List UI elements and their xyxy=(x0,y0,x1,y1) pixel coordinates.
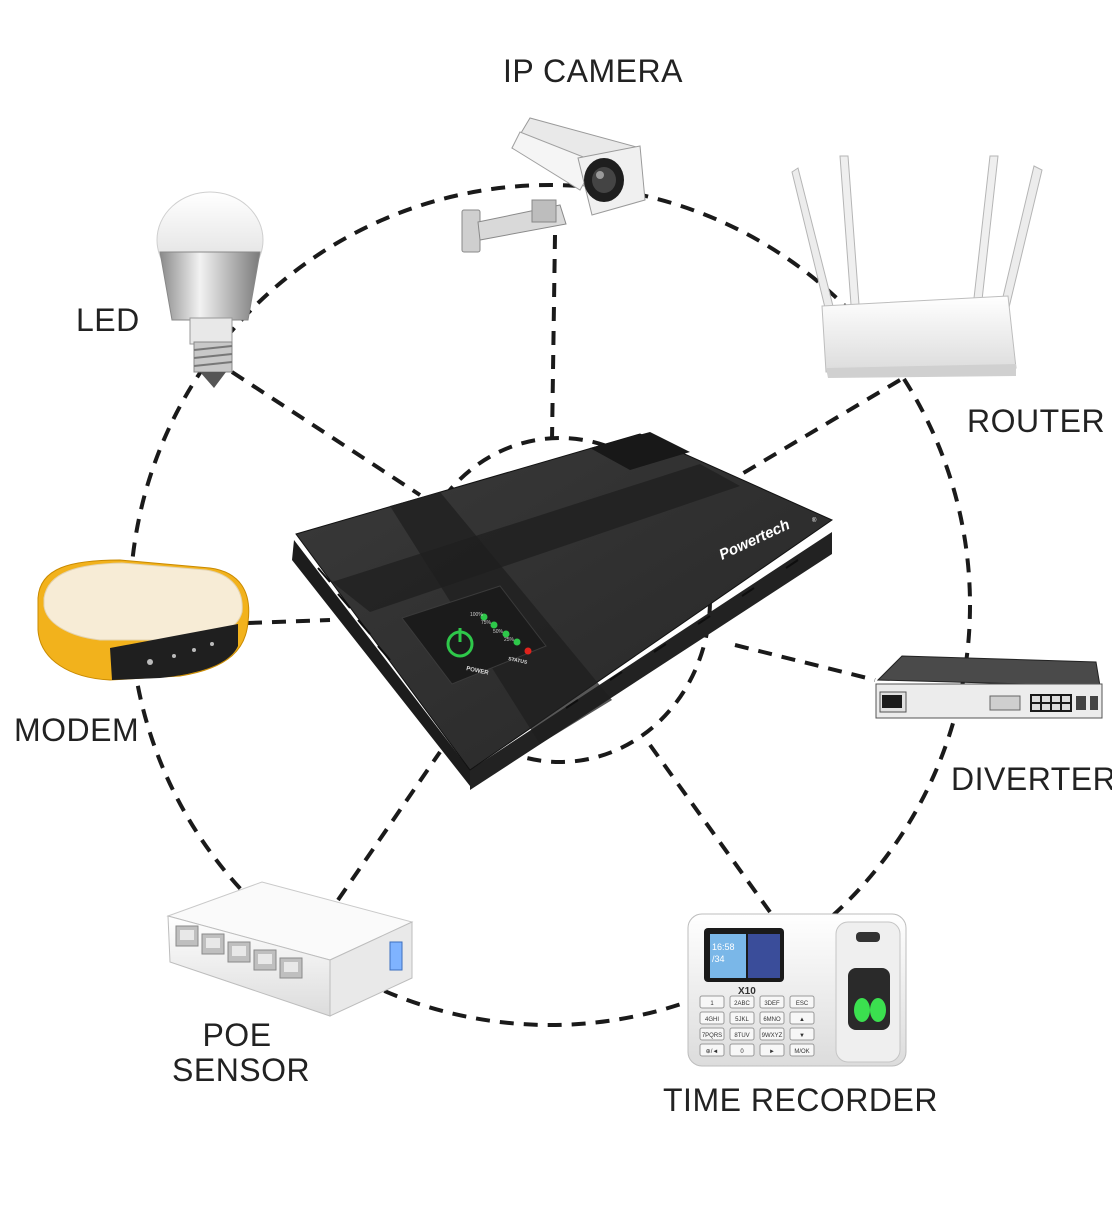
keypad-key xyxy=(789,1011,815,1025)
keypad-key xyxy=(789,995,815,1009)
keypad-key-label: ESC xyxy=(796,1001,809,1007)
keypad-key-label: M/OK xyxy=(794,1049,809,1055)
spoke-ip-camera xyxy=(550,234,557,441)
keypad-key xyxy=(699,1027,725,1041)
label-modem: MODEM xyxy=(14,712,140,748)
keypad-key xyxy=(729,1027,755,1041)
time-recorder-screen-line1: 16:58 xyxy=(712,942,735,952)
ups-device: 100% 75% 50% 25% POWER STATUS Powertech … xyxy=(292,432,834,790)
battery-led-100 xyxy=(480,613,488,621)
keypad-key xyxy=(729,1011,755,1025)
led-label-50: 50% xyxy=(493,629,504,635)
led-label-75: 75% xyxy=(481,620,492,626)
keypad-key-label: 9WXYZ xyxy=(762,1033,783,1039)
time-recorder-screen-line2: /34 xyxy=(712,954,725,964)
keypad-key xyxy=(699,1011,725,1025)
keypad-key-label: 3DEF xyxy=(764,1001,780,1007)
ip-camera-image xyxy=(461,117,646,253)
keypad-key-label: ► xyxy=(769,1049,775,1055)
led-bulb-image xyxy=(156,191,264,388)
spoke-diverter xyxy=(734,643,876,682)
keypad-key xyxy=(759,1027,785,1041)
label-led: LED xyxy=(76,302,140,338)
battery-led-25 xyxy=(513,638,521,646)
spoke-router xyxy=(733,378,902,480)
keypad-key xyxy=(699,995,725,1009)
keypad-key xyxy=(759,1043,785,1057)
keypad-key-label: 7PQRS xyxy=(702,1033,722,1039)
label-ip-camera: IP CAMERA xyxy=(503,53,683,89)
keypad: 1 2ABC 3DEF ESC 4GHI 5JKL 6MNO ▲ 7PQRS 8TUV 9WXYZ ▼… xyxy=(699,995,815,1057)
outer-ring xyxy=(128,183,972,1027)
spoke-poe-sensor xyxy=(336,750,442,902)
time-recorder-image: 16:58 /34 X10 1 2ABC 3DEF ESC 4GHI 5JKL 6MNO ▲ 7… xyxy=(687,913,907,1067)
label-poe-sensor-line1: POE xyxy=(202,1017,272,1053)
keypad-key-label: 4GHI xyxy=(705,1017,719,1023)
battery-led-75 xyxy=(490,621,498,629)
keypad-key-label: ⊕/◄ xyxy=(706,1049,719,1055)
keypad-key-label: ▼ xyxy=(799,1033,805,1039)
poe-sensor-image xyxy=(166,881,414,1017)
keypad-key xyxy=(699,1043,725,1057)
keypad-key xyxy=(729,995,755,1009)
keypad-key xyxy=(759,995,785,1009)
keypad-key-label: 5JKL xyxy=(735,1017,749,1023)
spoke-time-recorder xyxy=(648,743,772,914)
diverter-image xyxy=(875,655,1103,719)
spoke-led xyxy=(230,370,422,497)
keypad-key xyxy=(759,1011,785,1025)
modem-image xyxy=(37,559,250,681)
keypad-key-label: 0 xyxy=(740,1049,744,1055)
router-image xyxy=(791,155,1043,378)
keypad-key-label: ▲ xyxy=(799,1017,805,1023)
keypad-key-label: 6MNO xyxy=(763,1017,781,1023)
spoke-modem xyxy=(247,618,331,625)
status-led xyxy=(524,647,532,655)
battery-led-50 xyxy=(502,630,510,638)
label-time-recorder: TIME RECORDER xyxy=(663,1082,938,1118)
keypad-key xyxy=(729,1043,755,1057)
keypad-key xyxy=(789,1043,815,1057)
status-label: STATUS xyxy=(508,656,529,666)
power-label: POWER xyxy=(466,666,490,677)
keypad-key-label: 1 xyxy=(710,1001,714,1007)
led-label-100: 100% xyxy=(470,612,483,618)
time-recorder-model: X10 xyxy=(738,986,756,997)
brand-registered-mark: ® xyxy=(812,517,817,524)
label-diverter: DIVERTER xyxy=(951,761,1112,797)
led-label-25: 25% xyxy=(504,637,515,643)
keypad-key xyxy=(789,1027,815,1041)
label-poe-sensor: POE SENSOR xyxy=(172,1017,311,1089)
keypad-key-label: 8TUV xyxy=(734,1033,749,1039)
label-poe-sensor-line2: SENSOR xyxy=(172,1052,311,1089)
keypad-key-label: 2ABC xyxy=(734,1001,750,1007)
label-router: ROUTER xyxy=(967,403,1106,439)
